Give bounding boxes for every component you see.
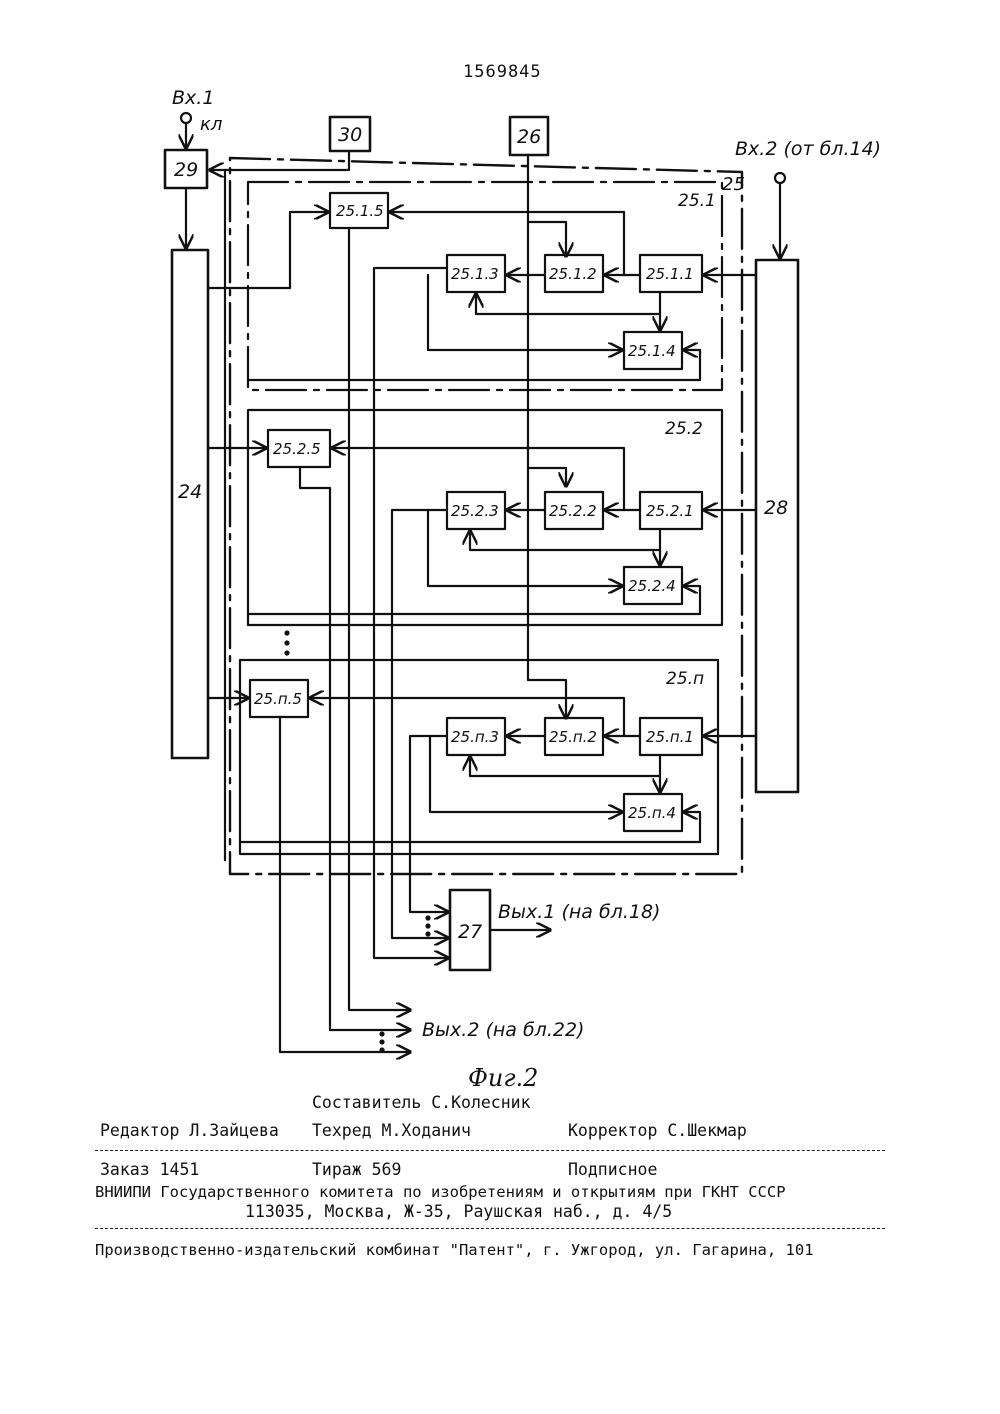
block-28-label: 28 — [764, 497, 788, 519]
unit-25-2-1: 25.2.1 — [646, 502, 694, 520]
input-1-terminal — [181, 113, 191, 123]
group-25-2-title: 25.2 — [665, 419, 703, 439]
separator-1 — [95, 1150, 885, 1151]
subscription-line: Подписное — [568, 1160, 657, 1180]
block-24-label: 24 — [178, 481, 202, 503]
input-2-terminal — [775, 173, 785, 183]
block-28 — [756, 260, 798, 792]
unit-25-2-4: 25.2.4 — [628, 577, 676, 595]
output-2-label: Вых.2 (на бл.22) — [422, 1019, 584, 1041]
block-29-label: 29 — [174, 159, 198, 181]
unit-25-n-2: 25.п.2 — [549, 728, 597, 746]
unit-25-2-5: 25.2.5 — [273, 440, 321, 458]
circulation-line: Тираж 569 — [312, 1160, 401, 1180]
editor-line: Редактор Л.Зайцева — [100, 1121, 279, 1141]
organization-line: ВНИИПИ Государственного комитета по изоб… — [95, 1182, 786, 1202]
unit-25-n-5: 25.п.5 — [254, 690, 302, 708]
unit-25-1-4: 25.1.4 — [628, 342, 676, 360]
unit-25-2-2: 25.2.2 — [549, 502, 597, 520]
address-line: 113035, Москва, Ж-35, Раушская наб., д. … — [245, 1202, 672, 1222]
unit-25-2-3: 25.2.3 — [451, 502, 499, 520]
input-2-label: Вх.2 (от бл.14) — [735, 138, 881, 160]
unit-25-1-5: 25.1.5 — [336, 202, 384, 220]
figure-caption: Фиг.2 — [468, 1064, 538, 1092]
block-25-label: 25 — [722, 174, 745, 195]
unit-25-n-1: 25.п.1 — [646, 728, 694, 746]
output-1-label: Вых.1 (на бл.18) — [498, 901, 660, 923]
publisher-line: Производственно-издательский комбинат "П… — [95, 1240, 814, 1260]
block-30-label: 30 — [338, 124, 362, 146]
unit-25-n-3: 25.п.3 — [451, 728, 499, 746]
group-25-n-title: 25.п — [666, 669, 704, 689]
separator-2 — [95, 1228, 885, 1229]
block-27-label: 27 — [458, 921, 482, 943]
techred-line: Техред М.Ходанич — [312, 1121, 471, 1141]
order-line: Заказ 1451 — [100, 1160, 199, 1180]
block-24 — [172, 250, 208, 758]
unit-25-1-1: 25.1.1 — [646, 265, 694, 283]
compiler-line: Составитель С.Колесник — [312, 1093, 531, 1113]
unit-25-1-3: 25.1.3 — [451, 265, 499, 283]
unit-25-n-4: 25.п.4 — [628, 804, 676, 822]
block-26-label: 26 — [517, 126, 541, 148]
group-25-n-frame — [240, 660, 718, 854]
group-25-1-title: 25.1 — [678, 191, 716, 211]
input-1-label: Вх.1 — [172, 87, 214, 109]
unit-25-1-2: 25.1.2 — [549, 265, 597, 283]
input-1-sublabel: кл — [200, 114, 222, 135]
corrector-line: Корректор С.Шекмар — [568, 1121, 747, 1141]
